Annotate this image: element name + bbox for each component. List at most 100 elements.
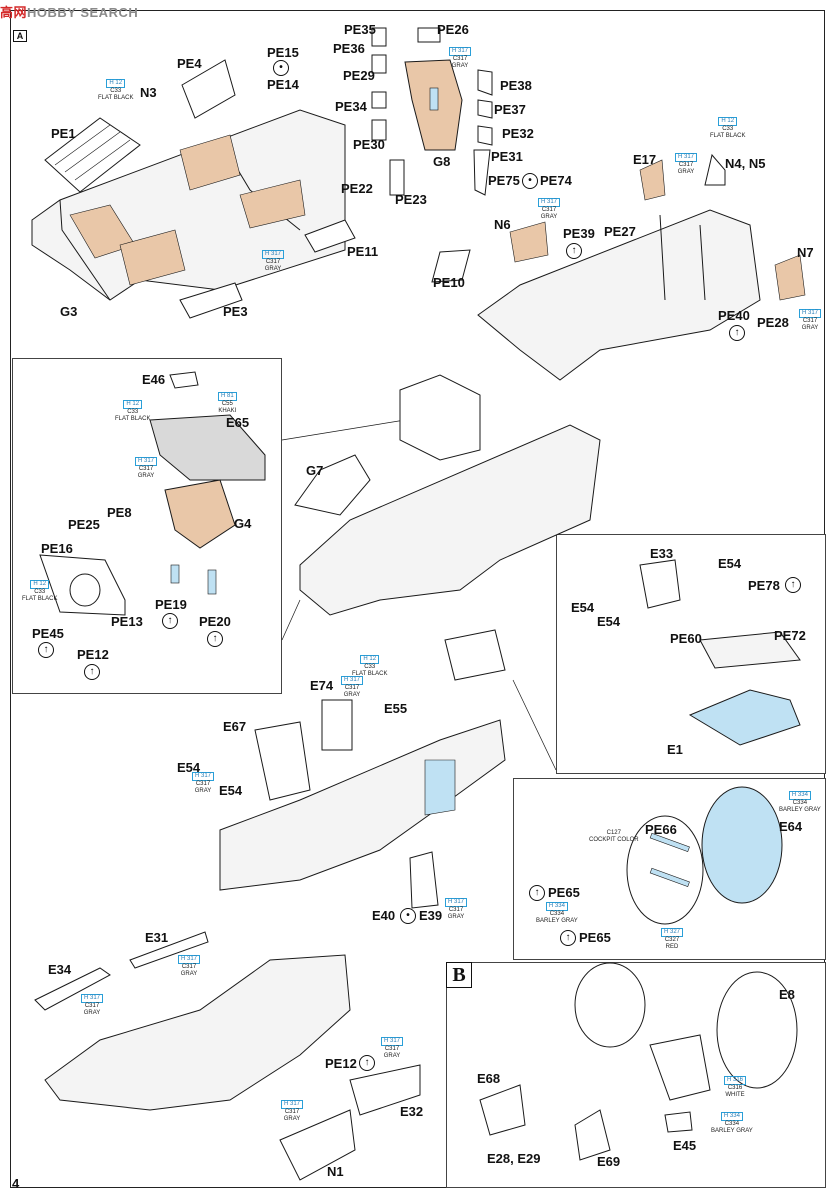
pe11-panel xyxy=(304,219,356,253)
fold-arrow-icon: • xyxy=(522,173,538,189)
label-pe12-a: PE12 xyxy=(77,647,109,662)
fold-arrow-icon: • xyxy=(273,60,289,76)
e45-block xyxy=(664,1111,693,1133)
label-pe26: PE26 xyxy=(437,22,469,37)
label-pe45: PE45 xyxy=(32,626,64,641)
etch-area-2 xyxy=(119,229,186,286)
rotate-arrow-icon: ↑ xyxy=(162,613,178,629)
label-g8: G8 xyxy=(433,154,451,169)
pe3-panel xyxy=(179,282,243,319)
label-pe36: PE36 xyxy=(333,41,365,56)
label-pe28: PE28 xyxy=(757,315,789,330)
e67-panel xyxy=(254,721,311,801)
label-e40: E40 xyxy=(372,908,396,923)
label-pe60: PE60 xyxy=(670,631,702,646)
cockpit-floor-bottom xyxy=(44,954,351,1111)
label-pe39: PE39 xyxy=(563,226,595,241)
pe26-plate xyxy=(417,27,441,43)
label-e28-e29: E28, E29 xyxy=(487,1151,541,1166)
label-pe65-b: PE65 xyxy=(579,930,611,945)
label-n4n5: N4, N5 xyxy=(725,156,766,171)
label-n7: N7 xyxy=(797,245,814,260)
rotate-arrow-icon: ↑ xyxy=(529,885,545,901)
label-pe11: PE11 xyxy=(347,244,379,259)
label-pe40: PE40 xyxy=(718,308,750,323)
etch-area-4 xyxy=(239,179,306,229)
label-g3: G3 xyxy=(60,304,78,319)
label-e64: E64 xyxy=(779,819,803,834)
label-e69: E69 xyxy=(597,1154,621,1169)
etch-area-n6 xyxy=(509,221,549,263)
label-e54-c: E54 xyxy=(597,614,621,629)
label-pe12-b: PE12 xyxy=(325,1056,357,1071)
pe1-panel xyxy=(44,117,141,193)
inset-detail-left xyxy=(12,358,282,694)
label-pe29: PE29 xyxy=(343,68,375,83)
e32-panel xyxy=(349,1064,421,1116)
rotate-arrow-icon: ↑ xyxy=(785,577,801,593)
gunsight-housing xyxy=(399,374,481,461)
g7-coaming xyxy=(294,454,371,516)
brand-red-text: 高网 xyxy=(0,5,28,20)
label-e31: E31 xyxy=(145,930,169,945)
label-e32: E32 xyxy=(400,1104,424,1119)
label-pe19: PE19 xyxy=(155,597,187,612)
label-e68: E68 xyxy=(477,1071,501,1086)
label-pe38: PE38 xyxy=(500,78,532,93)
e64-canopy-glass xyxy=(701,786,783,904)
etch-area-e17 xyxy=(639,159,666,201)
label-pe27: PE27 xyxy=(604,224,636,239)
headrest-assembly xyxy=(649,1034,711,1101)
label-pe72: PE72 xyxy=(774,628,806,643)
step-badge: A xyxy=(13,30,27,42)
e65-shroud xyxy=(149,414,266,481)
tub-rear xyxy=(477,209,761,381)
label-pe31: PE31 xyxy=(491,149,523,164)
label-e54-d: E54 xyxy=(177,760,201,775)
label-e54-b: E54 xyxy=(571,600,595,615)
label-pe8: PE8 xyxy=(107,505,132,520)
label-n3: N3 xyxy=(140,85,157,100)
label-e55: E55 xyxy=(384,701,408,716)
label-pe74: PE74 xyxy=(540,173,572,188)
label-e45: E45 xyxy=(673,1138,697,1153)
label-pe14: PE14 xyxy=(267,77,299,92)
label-e1: E1 xyxy=(667,742,683,757)
label-pe30: PE30 xyxy=(353,137,385,152)
n1-panel xyxy=(279,1109,356,1181)
label-e65: E65 xyxy=(226,415,250,430)
label-pe16: PE16 xyxy=(41,541,73,556)
e8-disk xyxy=(716,971,798,1089)
pe66-ring xyxy=(626,815,704,925)
label-e39: E39 xyxy=(419,908,443,923)
label-pe3: PE3 xyxy=(223,304,248,319)
rotate-arrow-icon: ↑ xyxy=(729,325,745,341)
rotate-arrow-icon: ↑ xyxy=(38,642,54,658)
label-pe13: PE13 xyxy=(111,614,143,629)
label-e17: E17 xyxy=(633,152,657,167)
e74-plate xyxy=(321,699,353,751)
label-e33: E33 xyxy=(650,546,674,561)
label-pe25: PE25 xyxy=(68,517,100,532)
label-e34: E34 xyxy=(48,962,72,977)
label-e54-a: E54 xyxy=(718,556,742,571)
label-pe65-a: PE65 xyxy=(548,885,580,900)
rotate-arrow-icon: ↑ xyxy=(359,1055,375,1071)
label-n6: N6 xyxy=(494,217,511,232)
